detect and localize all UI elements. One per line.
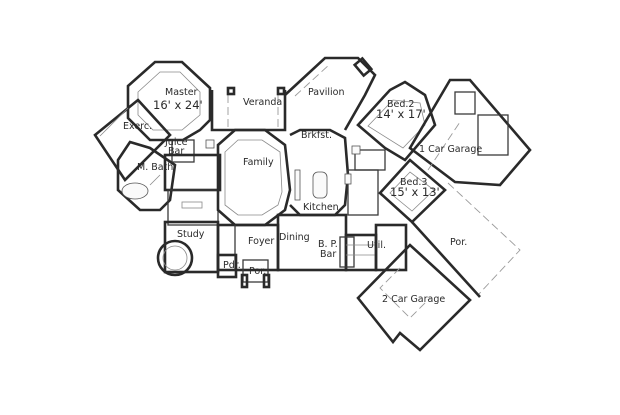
room-label-master: Master bbox=[165, 87, 198, 98]
family-room-walls bbox=[216, 128, 292, 227]
master-bath-walls bbox=[116, 140, 177, 212]
room-label-exercise: Exerc. bbox=[123, 121, 153, 132]
room-label-powder: Pdr. bbox=[223, 260, 241, 271]
juice-bar-walls bbox=[163, 139, 222, 226]
room-label-breakfast: Brkfst. bbox=[301, 130, 332, 141]
two-car-garage-walls bbox=[356, 243, 472, 352]
room-label-pavilion: Pavilion bbox=[308, 87, 345, 98]
room-dims-bed3: 15' x 13' bbox=[390, 185, 440, 199]
room-label-bed3: Bed.3 bbox=[400, 177, 428, 188]
room-label-garage-1: 1 Car Garage bbox=[419, 144, 483, 155]
pavilion-walls bbox=[284, 56, 377, 131]
room-label-bp-bar-2: Bar bbox=[320, 249, 337, 260]
room-label-master-bath: M. Bath bbox=[137, 162, 174, 173]
exercise-room-walls bbox=[93, 98, 172, 183]
pantry-walls bbox=[347, 149, 386, 216]
one-car-garage-walls bbox=[408, 78, 532, 187]
room-label-dining: Dining bbox=[279, 232, 310, 243]
veranda-walls bbox=[210, 86, 287, 132]
room-label-bp-bar: B. P. bbox=[318, 239, 338, 250]
room-label-side-porch: Por. bbox=[450, 237, 468, 248]
room-label-utility: Util. bbox=[367, 240, 386, 251]
room-label-kitchen: Kitchen bbox=[303, 202, 339, 213]
side-porch-outline bbox=[411, 182, 521, 298]
fixture-symbols bbox=[205, 139, 361, 185]
bed3-walls bbox=[378, 158, 447, 224]
room-label-study: Study bbox=[177, 229, 205, 240]
room-label-family: Family bbox=[243, 157, 274, 168]
room-label-bed2: Bed.2 bbox=[387, 99, 415, 110]
bed2-walls bbox=[356, 80, 437, 162]
room-label-garage-2: 2 Car Garage bbox=[382, 294, 446, 305]
room-label-veranda: Veranda bbox=[243, 97, 283, 108]
powder-porch-walls bbox=[216, 253, 271, 289]
room-label-juice-bar-2: Bar bbox=[168, 146, 185, 157]
room-dims-master: 16' x 24' bbox=[153, 98, 203, 112]
room-label-juice-bar: Juice bbox=[165, 137, 188, 148]
room-label-front-porch: Por. bbox=[249, 266, 267, 277]
room-dims-bed2: 14' x 17' bbox=[376, 107, 426, 121]
room-label-foyer: Foyer bbox=[248, 236, 275, 247]
